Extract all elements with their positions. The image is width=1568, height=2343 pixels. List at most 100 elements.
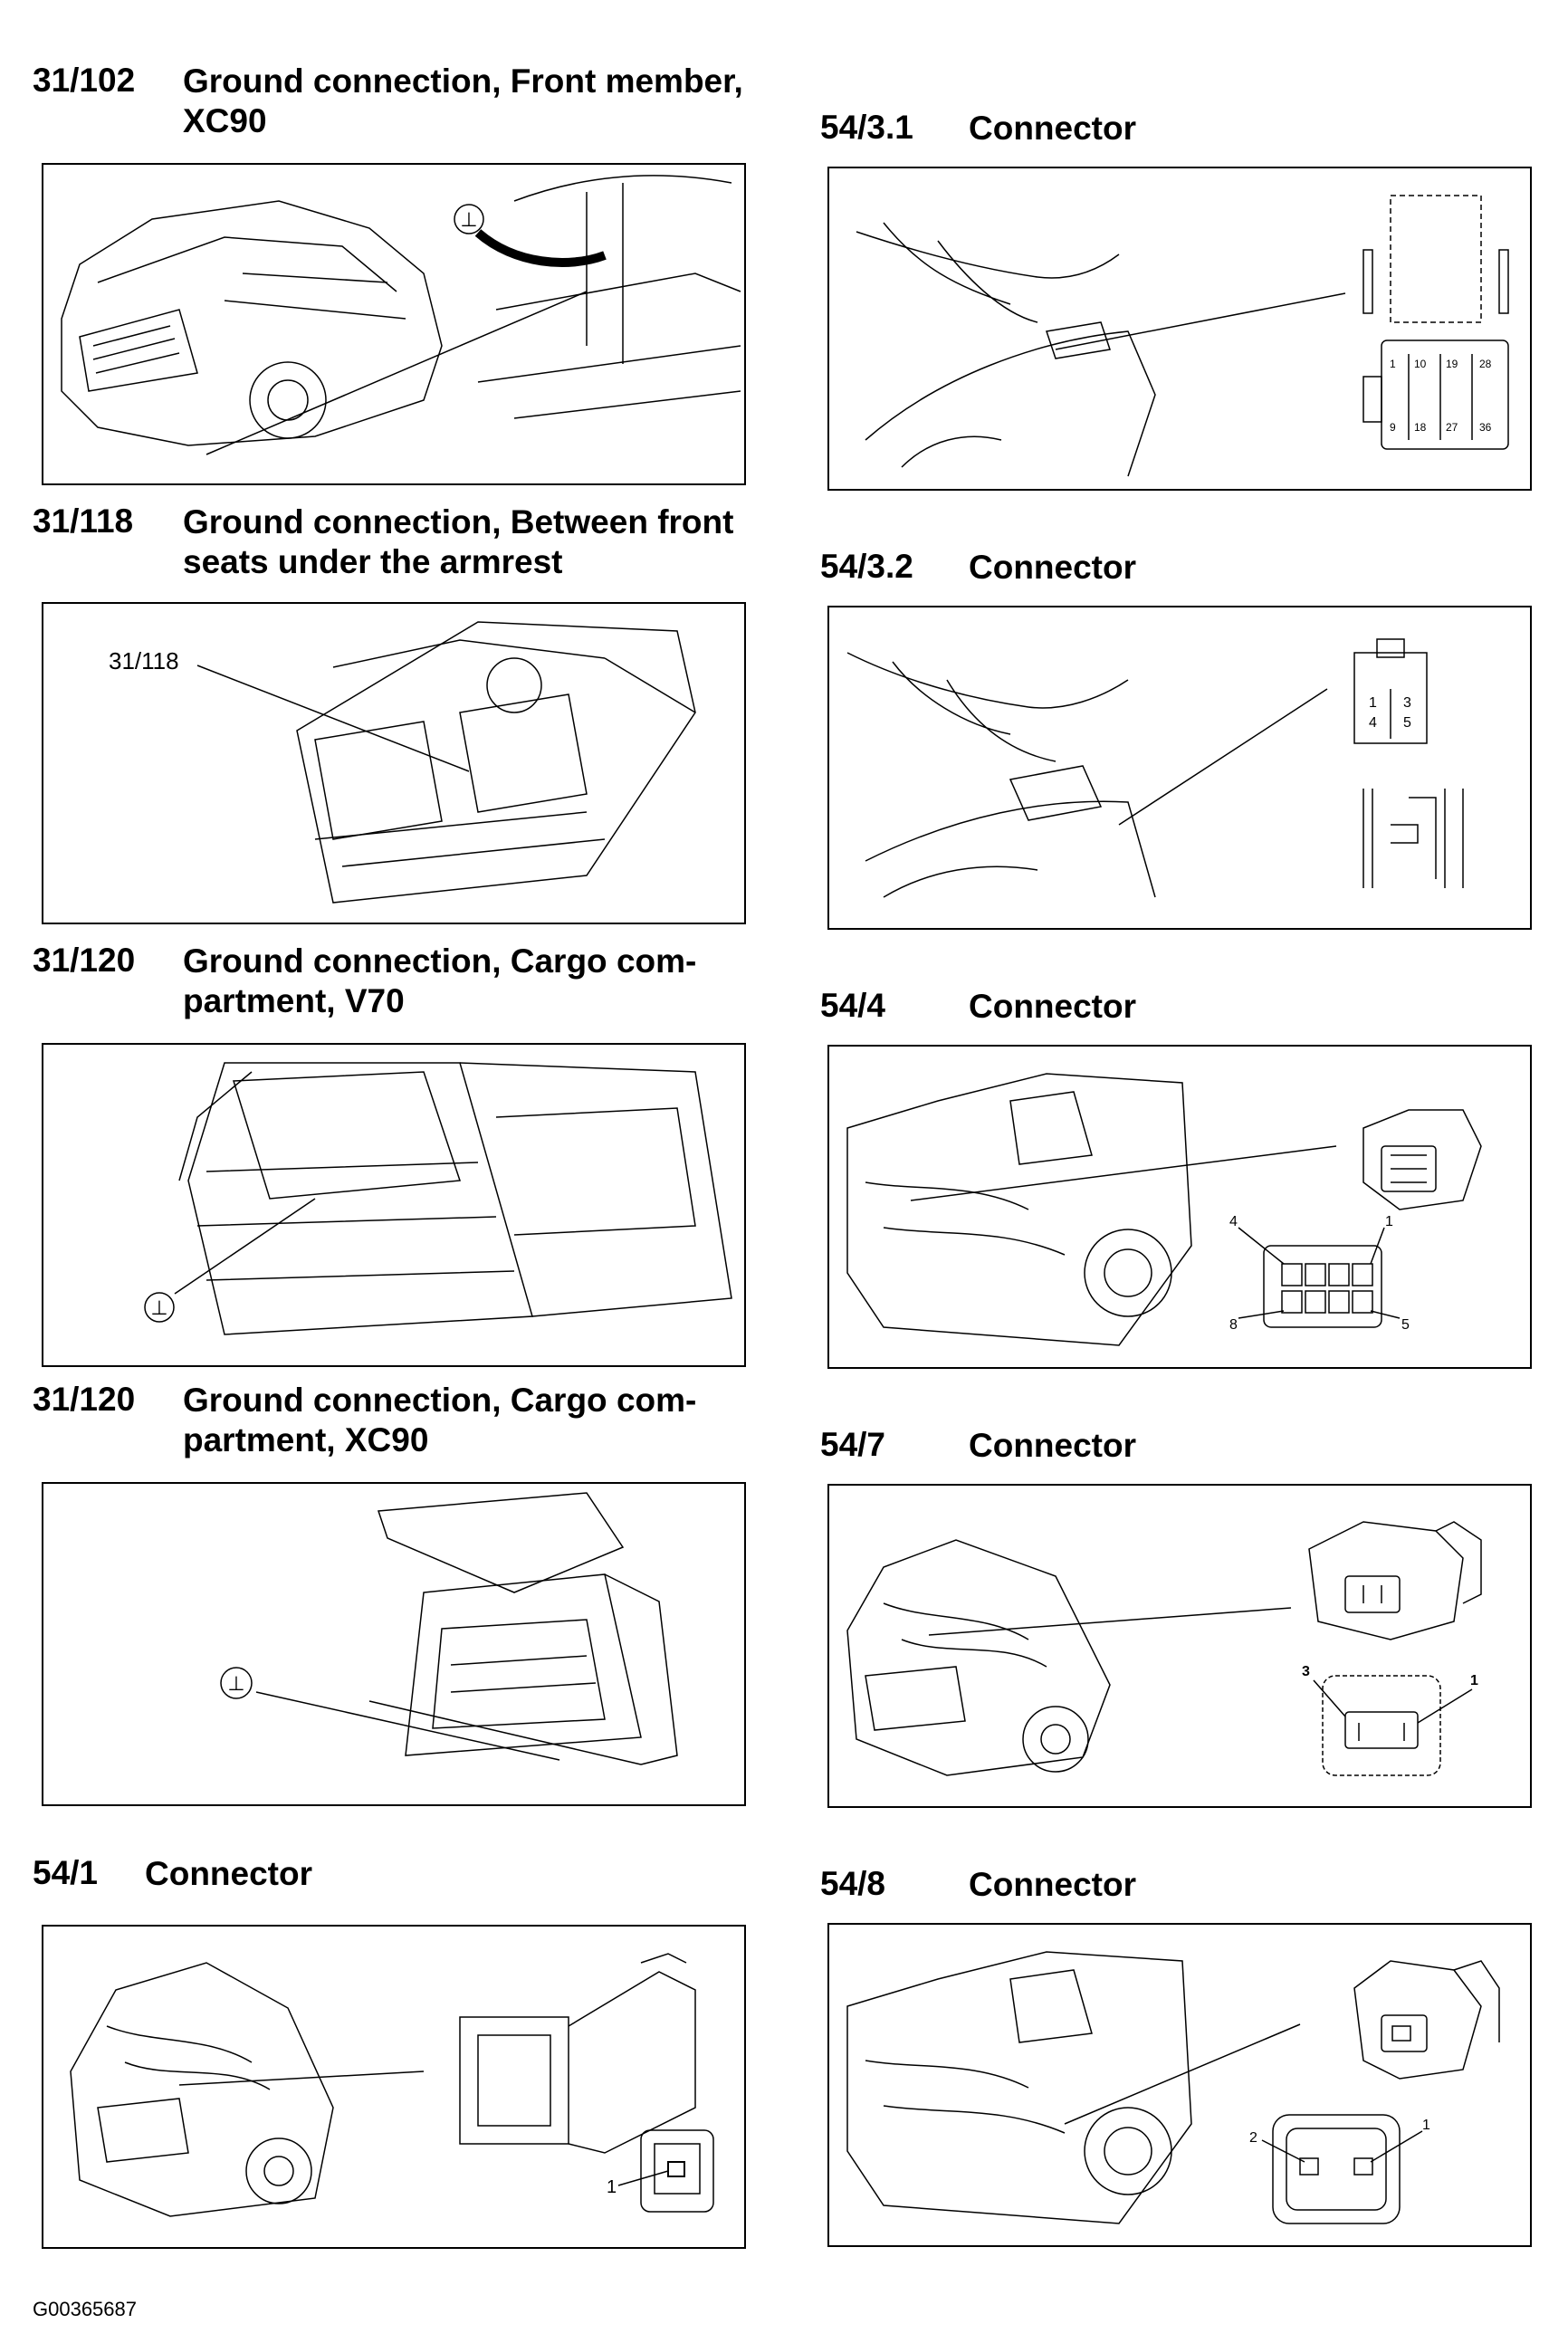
leader-line bbox=[256, 1692, 559, 1760]
connector-housing-illustration bbox=[1354, 1961, 1499, 2079]
vehicle-illustration bbox=[847, 1074, 1191, 1345]
figure-connector-54-3-1: 1 10 19 28 9 18 27 36 bbox=[827, 167, 1532, 491]
connector-housing-illustration bbox=[1363, 196, 1508, 322]
vehicle-illustration bbox=[179, 1063, 731, 1334]
pin-label: 3 bbox=[1302, 1664, 1310, 1679]
entry-54-7: 54/7 Connector 3 bbox=[820, 1426, 1544, 1824]
entry-54-4: 54/4 Connector bbox=[820, 987, 1544, 1385]
connector-face-illustration bbox=[641, 2130, 713, 2212]
entry-code: 31/120 bbox=[33, 1381, 136, 1418]
ground-symbol-icon bbox=[454, 205, 483, 234]
entry-title: Ground connection, Between front seats u… bbox=[183, 503, 734, 580]
connector-housing-illustration bbox=[460, 1954, 695, 2153]
figure-connector-54-4: 4 1 8 5 bbox=[827, 1045, 1532, 1369]
svg-text:⊥: ⊥ bbox=[460, 208, 477, 231]
entry-code: 54/1 bbox=[33, 1854, 99, 1891]
leader-line bbox=[1119, 689, 1327, 825]
ground-symbol-icon bbox=[221, 1668, 252, 1698]
entry-54-1: 54/1 Connector 1 bbox=[33, 1854, 757, 2271]
connector-face-illustration bbox=[1264, 1246, 1382, 1327]
ground-symbol-icon bbox=[145, 1293, 174, 1322]
vehicle-illustration bbox=[71, 1963, 333, 2216]
pin-label: 8 bbox=[1229, 1317, 1238, 1333]
pin-label: 1 bbox=[1390, 358, 1396, 370]
entry-54-8: 54/8 Connector bbox=[820, 1865, 1544, 2272]
entry-title: Connector bbox=[969, 110, 1136, 147]
pin-label: 3 bbox=[1403, 695, 1411, 711]
entry-title: Connector bbox=[969, 988, 1136, 1025]
entry-title: Connector bbox=[969, 1427, 1136, 1464]
vehicle-illustration bbox=[369, 1493, 677, 1764]
entry-code: 54/3.2 bbox=[820, 548, 913, 585]
entry-title: Ground connection, Front member, XC90 bbox=[183, 62, 743, 139]
pin-leader bbox=[1262, 2131, 1422, 2162]
figure-connector-54-8: 2 1 bbox=[827, 1923, 1532, 2247]
vehicle-illustration bbox=[856, 223, 1155, 476]
pin-label: 1 bbox=[1369, 695, 1377, 711]
entry-title: Connector bbox=[969, 1866, 1136, 1903]
pin-label: 18 bbox=[1414, 421, 1427, 434]
pin-label: 1 bbox=[1422, 2118, 1430, 2133]
pin-leader bbox=[1314, 1680, 1472, 1723]
entry-code: 31/102 bbox=[33, 62, 136, 99]
pin-label: 27 bbox=[1446, 421, 1458, 434]
entry-code: 54/3.1 bbox=[820, 109, 913, 146]
vehicle-illustration bbox=[847, 653, 1155, 897]
vehicle-illustration bbox=[847, 1540, 1110, 1775]
vehicle-illustration bbox=[62, 176, 741, 445]
entry-31-120-v70: 31/120 Ground connection, Cargo com- par… bbox=[33, 942, 757, 1376]
figure-cargo-xc90: ⊥ bbox=[42, 1482, 746, 1806]
leader-line bbox=[197, 665, 469, 771]
pin-label: 1 bbox=[607, 2177, 617, 2197]
figure-cargo-v70: ⊥ bbox=[42, 1043, 746, 1367]
entry-code: 31/120 bbox=[33, 942, 136, 979]
entry-31-120-xc90: 31/120 Ground connection, Cargo com- par… bbox=[33, 1381, 757, 1815]
figure-connector-54-7: 3 1 bbox=[827, 1484, 1532, 1808]
entry-31-102: 31/102 Ground connection, Front member, … bbox=[33, 62, 757, 496]
interior-illustration bbox=[297, 622, 695, 903]
pin-label: 1 bbox=[1385, 1214, 1393, 1229]
leader-line bbox=[206, 292, 587, 454]
vehicle-illustration bbox=[847, 1952, 1191, 2223]
leader-line bbox=[179, 2071, 424, 2085]
pin-label: 10 bbox=[1414, 358, 1427, 370]
leader-line bbox=[929, 1608, 1291, 1635]
leader-line bbox=[1056, 293, 1345, 349]
callout-label: 31/118 bbox=[109, 647, 179, 674]
connector-face-illustration bbox=[1363, 340, 1508, 449]
pointer-arrow bbox=[478, 233, 605, 263]
pin-leader bbox=[618, 2171, 668, 2185]
pin-label: 2 bbox=[1249, 2130, 1257, 2146]
entry-title: Ground connection, Cargo com- partment, … bbox=[183, 1382, 697, 1458]
svg-text:⊥: ⊥ bbox=[227, 1672, 244, 1695]
leader-line bbox=[175, 1199, 315, 1294]
connector-housing-illustration bbox=[1363, 1110, 1481, 1210]
entry-title: Ground connection, Cargo com- partment, … bbox=[183, 942, 697, 1019]
connector-housing-illustration bbox=[1363, 789, 1463, 888]
pin-leader bbox=[1238, 1228, 1400, 1318]
connector-face-illustration bbox=[1323, 1676, 1440, 1775]
figure-between-seats: 31/118 bbox=[42, 602, 746, 924]
entry-title: Connector bbox=[145, 1855, 312, 1892]
figure-connector-54-3-2: 1 3 4 5 bbox=[827, 606, 1532, 930]
entry-title: Connector bbox=[969, 549, 1136, 586]
entry-54-3-1: 54/3.1 Connector 1 bbox=[820, 109, 1544, 507]
entry-code: 54/7 bbox=[820, 1426, 886, 1463]
leader-line bbox=[911, 1146, 1336, 1200]
pin-label: 5 bbox=[1403, 715, 1411, 731]
pin-label: 5 bbox=[1401, 1317, 1410, 1333]
entry-code: 31/118 bbox=[33, 502, 134, 540]
leader-line bbox=[1065, 2024, 1300, 2124]
pin-label: 1 bbox=[1470, 1673, 1478, 1688]
entry-code: 54/8 bbox=[820, 1865, 886, 1902]
pin-label: 36 bbox=[1479, 421, 1492, 434]
pin-label: 4 bbox=[1229, 1214, 1238, 1229]
connector-face-illustration bbox=[1354, 639, 1427, 743]
svg-text:⊥: ⊥ bbox=[150, 1296, 167, 1319]
entry-54-3-2: 54/3.2 Connector 1 3 4 bbox=[820, 548, 1544, 946]
pin-label: 9 bbox=[1390, 421, 1396, 434]
figure-front-member-xc90: ⊥ bbox=[42, 163, 746, 485]
entry-31-118: 31/118 Ground connection, Between front … bbox=[33, 502, 757, 937]
entry-code: 54/4 bbox=[820, 987, 886, 1024]
pin-label: 4 bbox=[1369, 715, 1377, 731]
